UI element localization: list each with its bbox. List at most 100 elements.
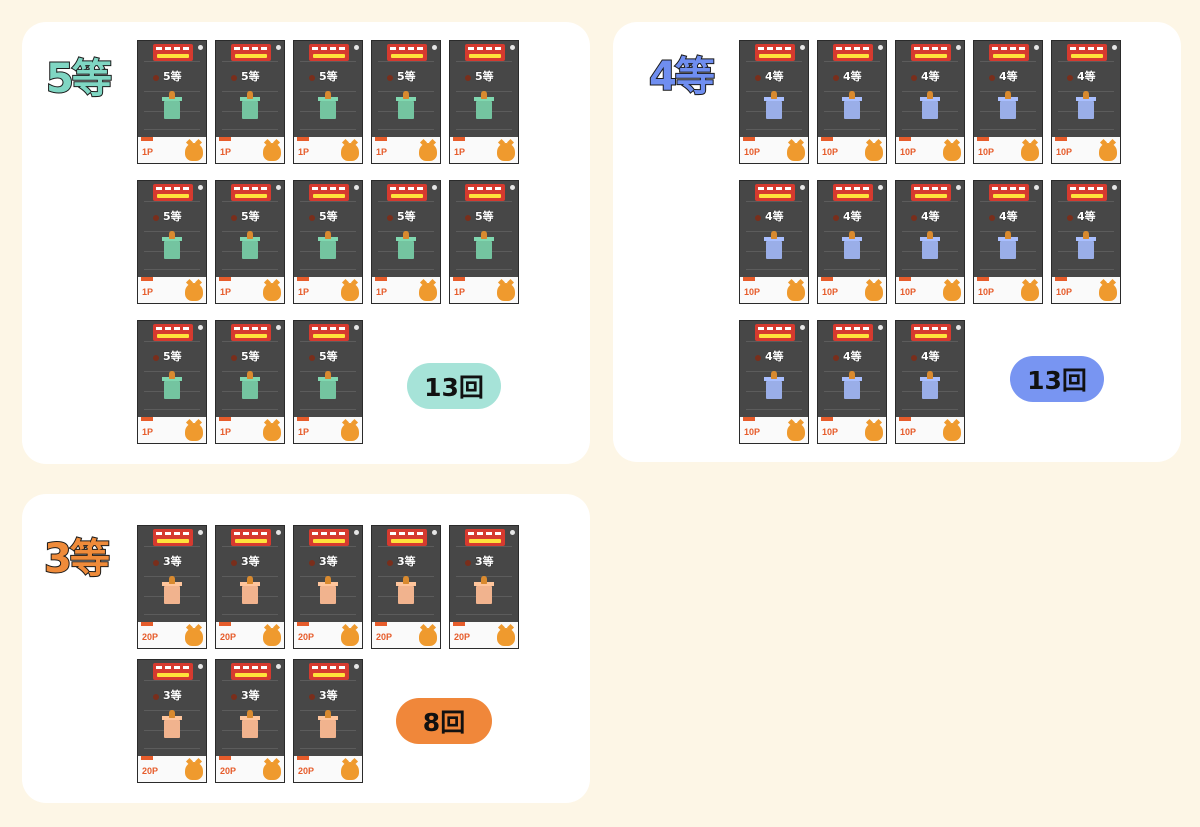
divider — [456, 201, 512, 202]
event-banner — [153, 529, 193, 546]
event-banner — [387, 44, 427, 61]
gift-box-icon — [164, 720, 180, 738]
gift-box-icon — [922, 241, 938, 259]
event-banner — [309, 184, 349, 201]
event-banner — [911, 184, 951, 201]
points-value: 1P — [142, 147, 154, 157]
prize-burst-icon — [325, 231, 331, 239]
prize-burst-icon — [1083, 91, 1089, 99]
cat-mascot-icon — [943, 283, 961, 301]
thumbnail-rank-label: 5等 — [163, 70, 183, 84]
cat-mascot-icon — [419, 143, 437, 161]
divider — [746, 61, 802, 62]
points-tag — [219, 277, 231, 281]
coin-icon — [989, 75, 995, 81]
points-value: 1P — [298, 147, 310, 157]
gift-box-icon — [242, 241, 258, 259]
rank3-count-badge: 8回 — [396, 698, 492, 744]
points-tag — [375, 137, 387, 141]
thumbnail-rank-label: 4等 — [765, 210, 785, 224]
divider — [746, 341, 802, 342]
divider — [222, 61, 278, 62]
event-banner — [309, 324, 349, 341]
points-tag — [1055, 137, 1067, 141]
points-value: 1P — [454, 147, 466, 157]
points-tag — [821, 277, 833, 281]
prize-burst-icon — [849, 371, 855, 379]
gift-box-icon — [398, 586, 414, 604]
divider — [300, 546, 356, 547]
gift-box-icon — [922, 101, 938, 119]
points-tag — [743, 137, 755, 141]
points-tag — [219, 756, 231, 760]
coin-icon — [231, 694, 237, 700]
prize-burst-icon — [247, 710, 253, 718]
divider — [222, 748, 278, 749]
points-tag — [743, 277, 755, 281]
divider — [144, 409, 200, 410]
gift-box-icon — [1000, 241, 1016, 259]
points-tag — [375, 622, 387, 626]
divider — [824, 269, 880, 270]
rank5-title: 5等 — [45, 55, 113, 103]
coin-icon — [387, 75, 393, 81]
event-banner — [231, 184, 271, 201]
cat-mascot-icon — [787, 283, 805, 301]
points-value: 10P — [978, 287, 995, 297]
thumbnail-rank-label: 3等 — [319, 555, 339, 569]
event-banner — [309, 663, 349, 680]
points-value: 10P — [744, 427, 761, 437]
event-banner — [911, 44, 951, 61]
prize-burst-icon — [481, 231, 487, 239]
divider — [300, 341, 356, 342]
divider — [980, 129, 1036, 130]
event-banner — [309, 44, 349, 61]
thumbnail-rank-label: 3等 — [163, 689, 183, 703]
close-dot-icon — [198, 664, 203, 669]
gift-box-icon — [242, 381, 258, 399]
thumbnail-rank-label: 5等 — [397, 70, 417, 84]
divider — [456, 546, 512, 547]
cat-mascot-icon — [341, 143, 359, 161]
cat-mascot-icon — [263, 762, 281, 780]
prize-burst-icon — [247, 231, 253, 239]
prize-burst-icon — [403, 576, 409, 584]
prize-burst-icon — [771, 371, 777, 379]
points-value: 1P — [142, 287, 154, 297]
close-dot-icon — [276, 664, 281, 669]
points-value: 10P — [978, 147, 995, 157]
points-value: 20P — [298, 632, 315, 642]
coin-icon — [387, 215, 393, 221]
cat-mascot-icon — [185, 143, 203, 161]
thumbnail-rank-label: 5等 — [163, 210, 183, 224]
close-dot-icon — [354, 185, 359, 190]
points-value: 20P — [142, 632, 159, 642]
thumbnail-rank-label: 5等 — [319, 70, 339, 84]
rank3-title: 3等 — [43, 535, 111, 583]
gift-box-icon — [766, 101, 782, 119]
event-banner — [1067, 184, 1107, 201]
points-tag — [821, 137, 833, 141]
points-tag — [219, 137, 231, 141]
coin-icon — [387, 560, 393, 566]
coin-icon — [231, 75, 237, 81]
points-value: 10P — [1056, 287, 1073, 297]
cat-mascot-icon — [865, 423, 883, 441]
prize-burst-icon — [169, 576, 175, 584]
coin-icon — [465, 75, 471, 81]
rank5-count-badge: 13回 — [407, 363, 501, 409]
coin-icon — [231, 215, 237, 221]
screenshot-thumbnail: 3等 20P — [293, 525, 363, 649]
thumbnail-rank-label: 5等 — [319, 210, 339, 224]
divider — [902, 129, 958, 130]
divider — [144, 748, 200, 749]
divider — [902, 341, 958, 342]
